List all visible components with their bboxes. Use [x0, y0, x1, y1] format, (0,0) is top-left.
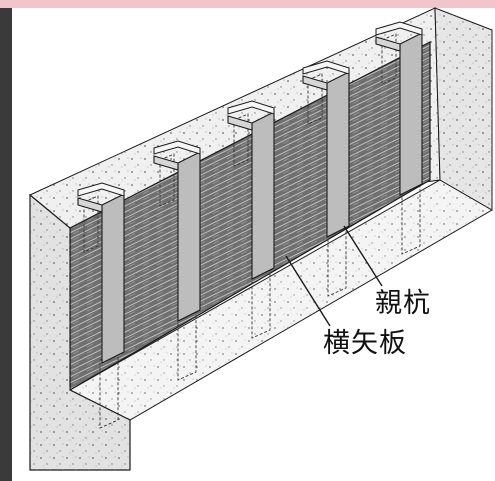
embedded-pile-4	[327, 225, 347, 297]
label-soldier-pile: 親杭	[375, 288, 431, 319]
embedded-pile-2	[177, 309, 197, 381]
soldier-pile-2-flange	[153, 155, 179, 171]
pile-top-3	[227, 100, 275, 115]
leader-line-lagging	[285, 255, 331, 327]
top-edge-strip	[0, 0, 495, 8]
soldier-pile-2	[177, 151, 201, 322]
soldier-pile-1	[101, 193, 125, 364]
pile-top-5	[375, 21, 423, 36]
embedded-pile-back-2	[159, 153, 175, 207]
soldier-pile-5-flange	[375, 36, 401, 52]
soldier-pile-5	[399, 32, 423, 196]
pile-top-2	[153, 140, 201, 155]
soldier-pile-3	[251, 111, 275, 280]
pile-tops	[77, 21, 423, 197]
left-edge-strip	[0, 8, 12, 481]
embedded-pile-back-3	[233, 113, 249, 167]
embedded-pile-1	[99, 351, 119, 429]
pile-top-1	[77, 182, 125, 197]
embedded-pile-back-1	[83, 195, 99, 253]
pile-top-4	[302, 60, 350, 75]
soldier-piles	[77, 32, 423, 364]
embedded-pile-back-5	[381, 33, 397, 85]
excavation-floor-dots	[70, 180, 492, 420]
soldier-pile-4-flange	[302, 75, 328, 91]
right-soil-face-dots	[435, 8, 492, 210]
soldier-pile-3-flange	[227, 115, 253, 131]
front-soil-block-dots	[30, 195, 130, 470]
embedded-pile-3	[251, 267, 271, 339]
leader-line-pile	[343, 225, 383, 287]
soldier-pile-1-flange	[77, 197, 103, 213]
soldier-pile-4	[326, 71, 350, 238]
embedded-pile-5	[401, 183, 421, 255]
label-lagging: 横矢板	[323, 328, 407, 359]
embedded-piles	[83, 33, 421, 429]
embedded-pile-back-4	[307, 73, 323, 125]
